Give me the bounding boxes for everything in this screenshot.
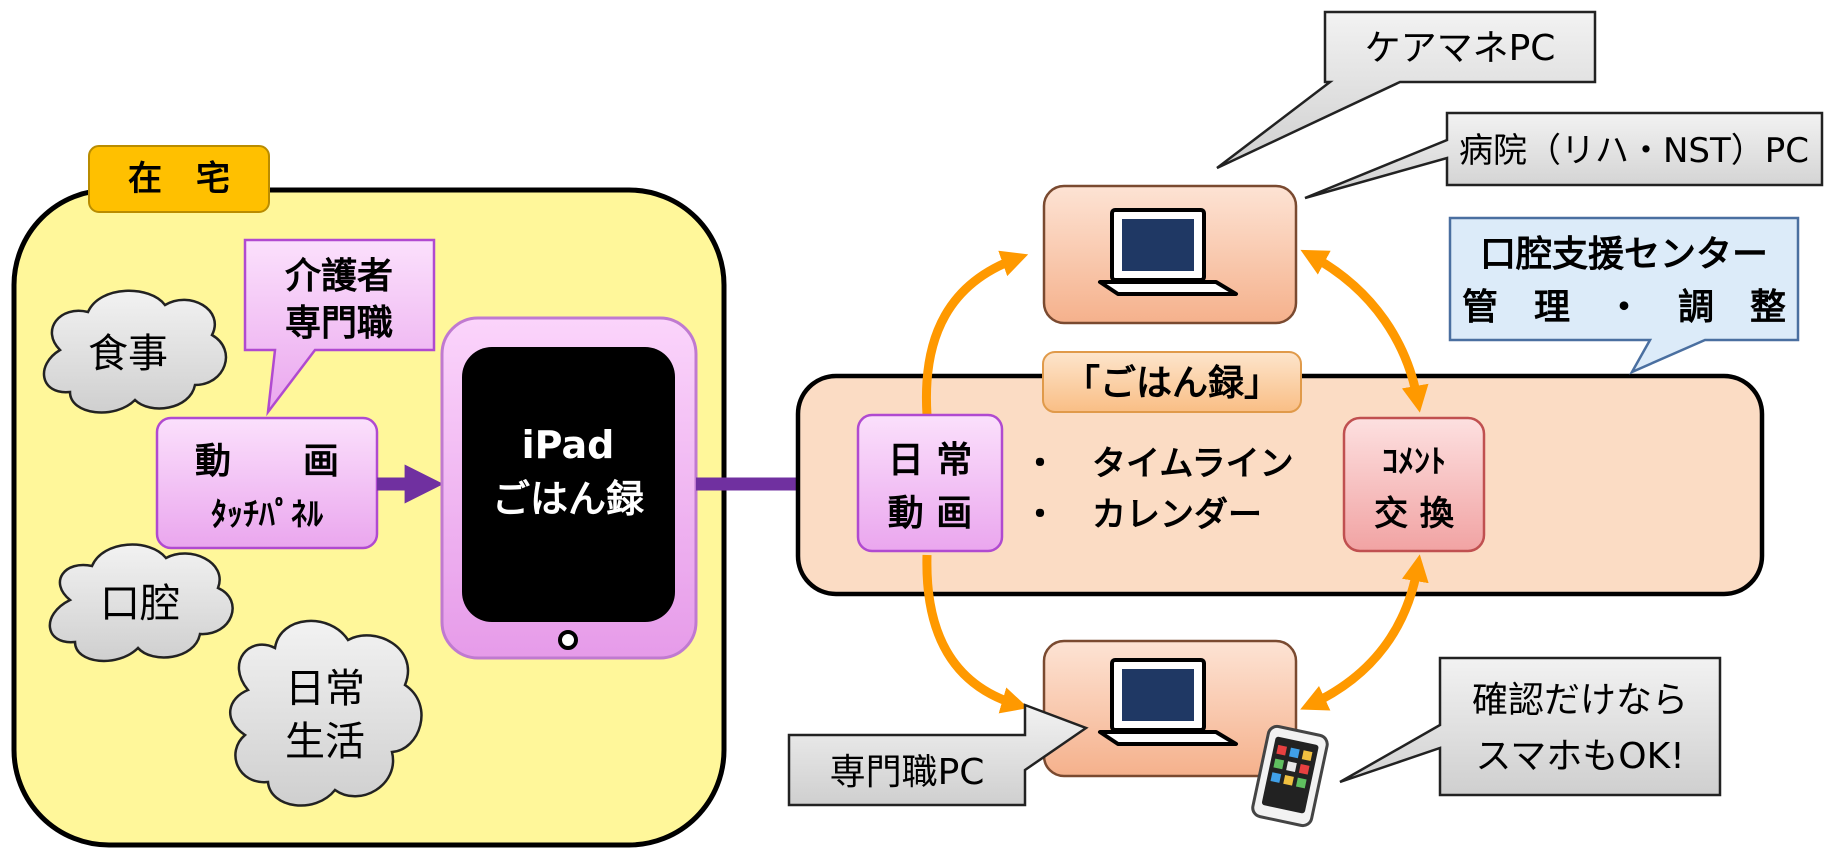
feature-list: ・ タイムライン ・ カレンダー — [1023, 444, 1294, 535]
smartphone-icon — [1251, 724, 1329, 828]
gohan-label: 「ごはん録」 — [1042, 351, 1302, 413]
video-touchpanel-line-1: 動 画 — [195, 441, 339, 482]
cloud-daily: 日常 生活 — [228, 619, 423, 807]
ipad-line-2: ごはん録 — [492, 477, 645, 521]
lower-pc — [1042, 639, 1298, 778]
caregiver-callout: 介護者 専門職 — [243, 238, 436, 417]
arrow-upper-pc-comment — [1300, 249, 1429, 413]
comment-line-1: ｺﾒﾝﾄ — [1382, 442, 1446, 480]
feature-timeline: タイムライン — [1092, 444, 1294, 484]
home-tag: 在 宅 — [88, 145, 270, 213]
daily-video-line-1: 日 常 — [888, 440, 973, 481]
callout-smartphone: 確認だけなら スマホもOK! — [1339, 656, 1722, 797]
bullet-mark-1: ・ — [1023, 444, 1057, 484]
arrow-daily-to-upper-pc — [921, 250, 1029, 416]
comment-exchange-box: ｺﾒﾝﾄ 交 換 — [1342, 416, 1486, 553]
caregiver-line-2: 専門職 — [285, 303, 393, 344]
arrow-daily-to-lower-pc — [922, 554, 1029, 714]
callout-oral-center: 口腔支援センター 管 理 ・ 調 整 — [1448, 216, 1800, 375]
upper-pc — [1042, 184, 1298, 325]
cloud-mouth: 口腔 — [48, 543, 234, 663]
caregiver-line-1: 介護者 — [285, 256, 393, 297]
ipad-line-1: iPad — [522, 423, 615, 467]
callout-caremanager-pc: ケアマネPC — [1216, 10, 1597, 170]
video-touchpanel-line-2: ﾀｯﾁﾊﾟﾈﾙ — [211, 495, 324, 533]
cloud-daily-line-2: 生活 — [285, 719, 365, 765]
ipad-device: iPad ごはん録 — [440, 316, 698, 660]
ipad-home-button — [558, 630, 578, 650]
cloud-mouth-label: 口腔 — [100, 581, 180, 627]
oral-center-line-2: 管 理 ・ 調 整 — [1462, 287, 1786, 328]
smartphone-line-2: スマホもOK! — [1475, 736, 1684, 777]
callout-hospital-pc: 病院（リハ・NST）PC — [1304, 111, 1824, 200]
daily-video-line-2: 動 画 — [888, 493, 973, 534]
cloud-meal-label: 食事 — [88, 331, 168, 377]
video-touchpanel-box: 動 画 ﾀｯﾁﾊﾟﾈﾙ — [155, 416, 379, 550]
arrow-lower-pc-comment — [1300, 554, 1429, 711]
bullet-mark-2: ・ — [1023, 495, 1057, 535]
cloud-daily-line-1: 日常 — [285, 666, 365, 712]
home-tag-label: 在 宅 — [128, 159, 230, 199]
comment-line-2: 交 換 — [1374, 494, 1455, 534]
laptop-icon-lower — [1098, 658, 1238, 746]
laptop-icon-upper — [1098, 208, 1238, 296]
feature-calendar: カレンダー — [1092, 495, 1262, 535]
specialist-pc-label: 専門職PC — [830, 752, 985, 793]
smartphone-line-1: 確認だけなら — [1472, 680, 1688, 721]
gohan-label-text: 「ごはん録」 — [1064, 363, 1280, 404]
caremanager-pc-label: ケアマネPC — [1365, 28, 1556, 69]
daily-video-box: 日 常 動 画 — [856, 413, 1004, 553]
callout-specialist-pc: 専門職PC — [787, 703, 1089, 807]
hospital-pc-label: 病院（リハ・NST）PC — [1459, 131, 1809, 171]
cloud-meal: 食事 — [42, 289, 228, 414]
oral-center-line-1: 口腔支援センター — [1480, 234, 1768, 275]
